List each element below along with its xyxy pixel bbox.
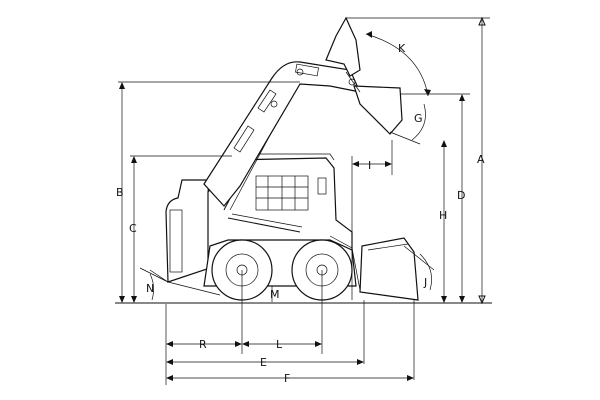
arm-slot-3	[295, 63, 319, 77]
dim-arc-J	[419, 253, 432, 291]
dim-label-R: R	[199, 338, 207, 351]
rear-grille	[169, 209, 183, 273]
dim-arc-G	[411, 103, 426, 141]
dim-label-I: I	[368, 159, 371, 172]
rear-body	[165, 179, 211, 283]
dim-label-A: A	[477, 153, 485, 166]
dim-label-M: M	[270, 288, 280, 301]
dim-label-N: N	[146, 282, 154, 295]
raised-bucket-link	[345, 71, 361, 93]
skid-steer-loader	[149, 121, 419, 301]
dim-label-B: B	[116, 186, 124, 199]
dim-arc-K	[365, 33, 429, 97]
arm-pivot-bucket	[348, 78, 356, 86]
arm-pivot-top	[296, 68, 304, 76]
dim-arc-N	[149, 273, 154, 301]
lift-cylinder-rod	[231, 213, 303, 228]
arm-slot-2	[257, 89, 277, 113]
lowered-bucket	[359, 237, 419, 301]
arm-slot-1	[233, 125, 255, 153]
dim-label-J: J	[423, 276, 427, 289]
dim-label-K: K	[398, 42, 406, 55]
arm-pivot-mid	[270, 100, 278, 108]
dim-label-E: E	[260, 356, 267, 369]
raised-bucket-dumped	[325, 16, 361, 77]
dim-label-H: H	[439, 209, 447, 222]
raised-bucket-level	[353, 85, 403, 135]
cab-window-grid	[255, 175, 309, 211]
lift-cylinder	[227, 217, 301, 233]
dim-label-G: G	[414, 112, 423, 125]
cab-front-light	[317, 177, 327, 195]
dim-label-F: F	[284, 372, 290, 385]
dim-label-L: L	[276, 338, 283, 351]
raised-lift-arm	[203, 61, 362, 207]
dim-label-C: C	[129, 222, 137, 235]
dim-label-D: D	[457, 189, 465, 202]
lowered-bucket-edge	[367, 243, 409, 251]
